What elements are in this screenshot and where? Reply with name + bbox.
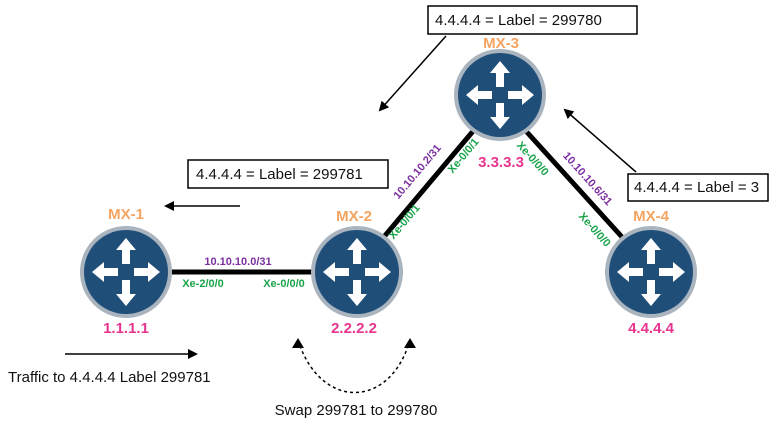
router-mx4-icon[interactable] bbox=[605, 226, 697, 318]
label-box-right-text: 4.4.4.4 = Label = 3 bbox=[634, 179, 759, 196]
iface-mx2-xe001: Xe-0/0/1 bbox=[387, 202, 423, 242]
label-box-left: 4.4.4.4 = Label = 299781 bbox=[187, 159, 389, 189]
caption-traffic: Traffic to 4.4.4.4 Label 299781 bbox=[8, 369, 211, 386]
caption-swap: Swap 299781 to 299780 bbox=[275, 402, 438, 419]
router-mx3-icon[interactable] bbox=[454, 49, 546, 141]
router-name-mx4: MX-4 bbox=[633, 208, 669, 225]
label-box-top: 4.4.4.4 = Label = 299780 bbox=[427, 5, 638, 35]
iface-mx2-xe000: Xe-0/0/0 bbox=[263, 278, 305, 290]
label-box-left-text: 4.4.4.4 = Label = 299781 bbox=[196, 166, 363, 183]
link-mx2-mx3 bbox=[381, 128, 476, 240]
router-ip-mx2: 2.2.2.2 bbox=[331, 320, 377, 337]
iface-mx1-xe200: Xe-2/0/0 bbox=[182, 278, 224, 290]
arrow-right-label bbox=[563, 108, 637, 173]
swap-arc bbox=[297, 339, 411, 394]
arrow-top-label bbox=[378, 35, 447, 112]
router-mx2-icon[interactable] bbox=[311, 226, 403, 318]
label-box-right: 4.4.4.4 = Label = 3 bbox=[627, 173, 769, 202]
router-ip-mx4: 4.4.4.4 bbox=[628, 320, 675, 337]
router-ip-mx1: 1.1.1.1 bbox=[103, 320, 149, 337]
link-mx3-mx4 bbox=[523, 128, 624, 239]
router-mx1-icon[interactable] bbox=[80, 226, 172, 318]
label-box-top-text: 4.4.4.4 = Label = 299780 bbox=[435, 12, 602, 29]
router-ip-mx3: 3.3.3.3 bbox=[478, 154, 524, 171]
iface-mx4-xe000: Xe-0/0/0 bbox=[576, 211, 613, 250]
subnet-mx1-mx2: 10.10.10.0/31 bbox=[204, 256, 271, 268]
router-name-mx3: MX-3 bbox=[483, 35, 519, 52]
swap-arc-head-left bbox=[292, 338, 304, 348]
swap-arc-head-right bbox=[404, 338, 416, 348]
router-name-mx2: MX-2 bbox=[336, 208, 372, 225]
router-name-mx1: MX-1 bbox=[108, 206, 144, 223]
